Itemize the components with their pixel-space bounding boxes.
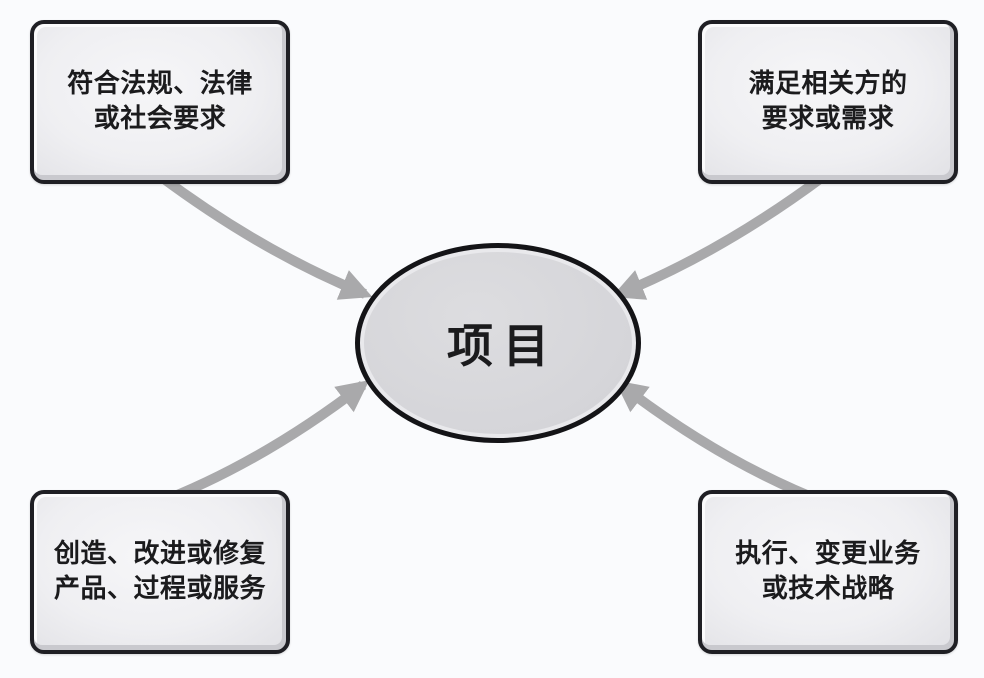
box-execute-strategy-label: 执行、变更业务 或技术战略 [735, 537, 921, 607]
box-label-line: 或社会要求 [93, 104, 227, 134]
box-comply-regulations: 符合法规、法律 或社会要求 [30, 20, 290, 184]
box-create-improve-fix: 创造、改进或修复 产品、过程或服务 [30, 490, 290, 654]
arrow-top-left-to-center [157, 171, 373, 300]
project-label: 项目 [447, 319, 559, 373]
box-stakeholder-needs: 满足相关方的 要求或需求 [698, 20, 958, 184]
box-label-line: 满足相关方的 [748, 69, 908, 99]
box-stakeholder-needs-label: 满足相关方的 要求或需求 [748, 67, 907, 137]
box-label-line: 创造、改进或修复 [53, 539, 266, 569]
box-label-line: 执行、变更业务 [735, 539, 921, 569]
arrow-top-right-to-center [611, 171, 827, 300]
box-create-improve-fix-label: 创造、改进或修复 产品、过程或服务 [54, 537, 266, 607]
box-label-line: 产品、过程或服务 [53, 574, 266, 604]
box-label-line: 或技术战略 [761, 574, 895, 604]
box-label-line: 符合法规、法律 [67, 69, 253, 99]
box-comply-regulations-label: 符合法规、法律 或社会要求 [67, 67, 253, 137]
center-ellipse-project: 项目 [355, 243, 641, 443]
arrow-bottom-left-to-center [153, 380, 370, 509]
box-execute-strategy: 执行、变更业务 或技术战略 [698, 490, 958, 654]
arrow-bottom-right-to-center [614, 380, 831, 509]
box-label-line: 要求或需求 [761, 104, 895, 134]
